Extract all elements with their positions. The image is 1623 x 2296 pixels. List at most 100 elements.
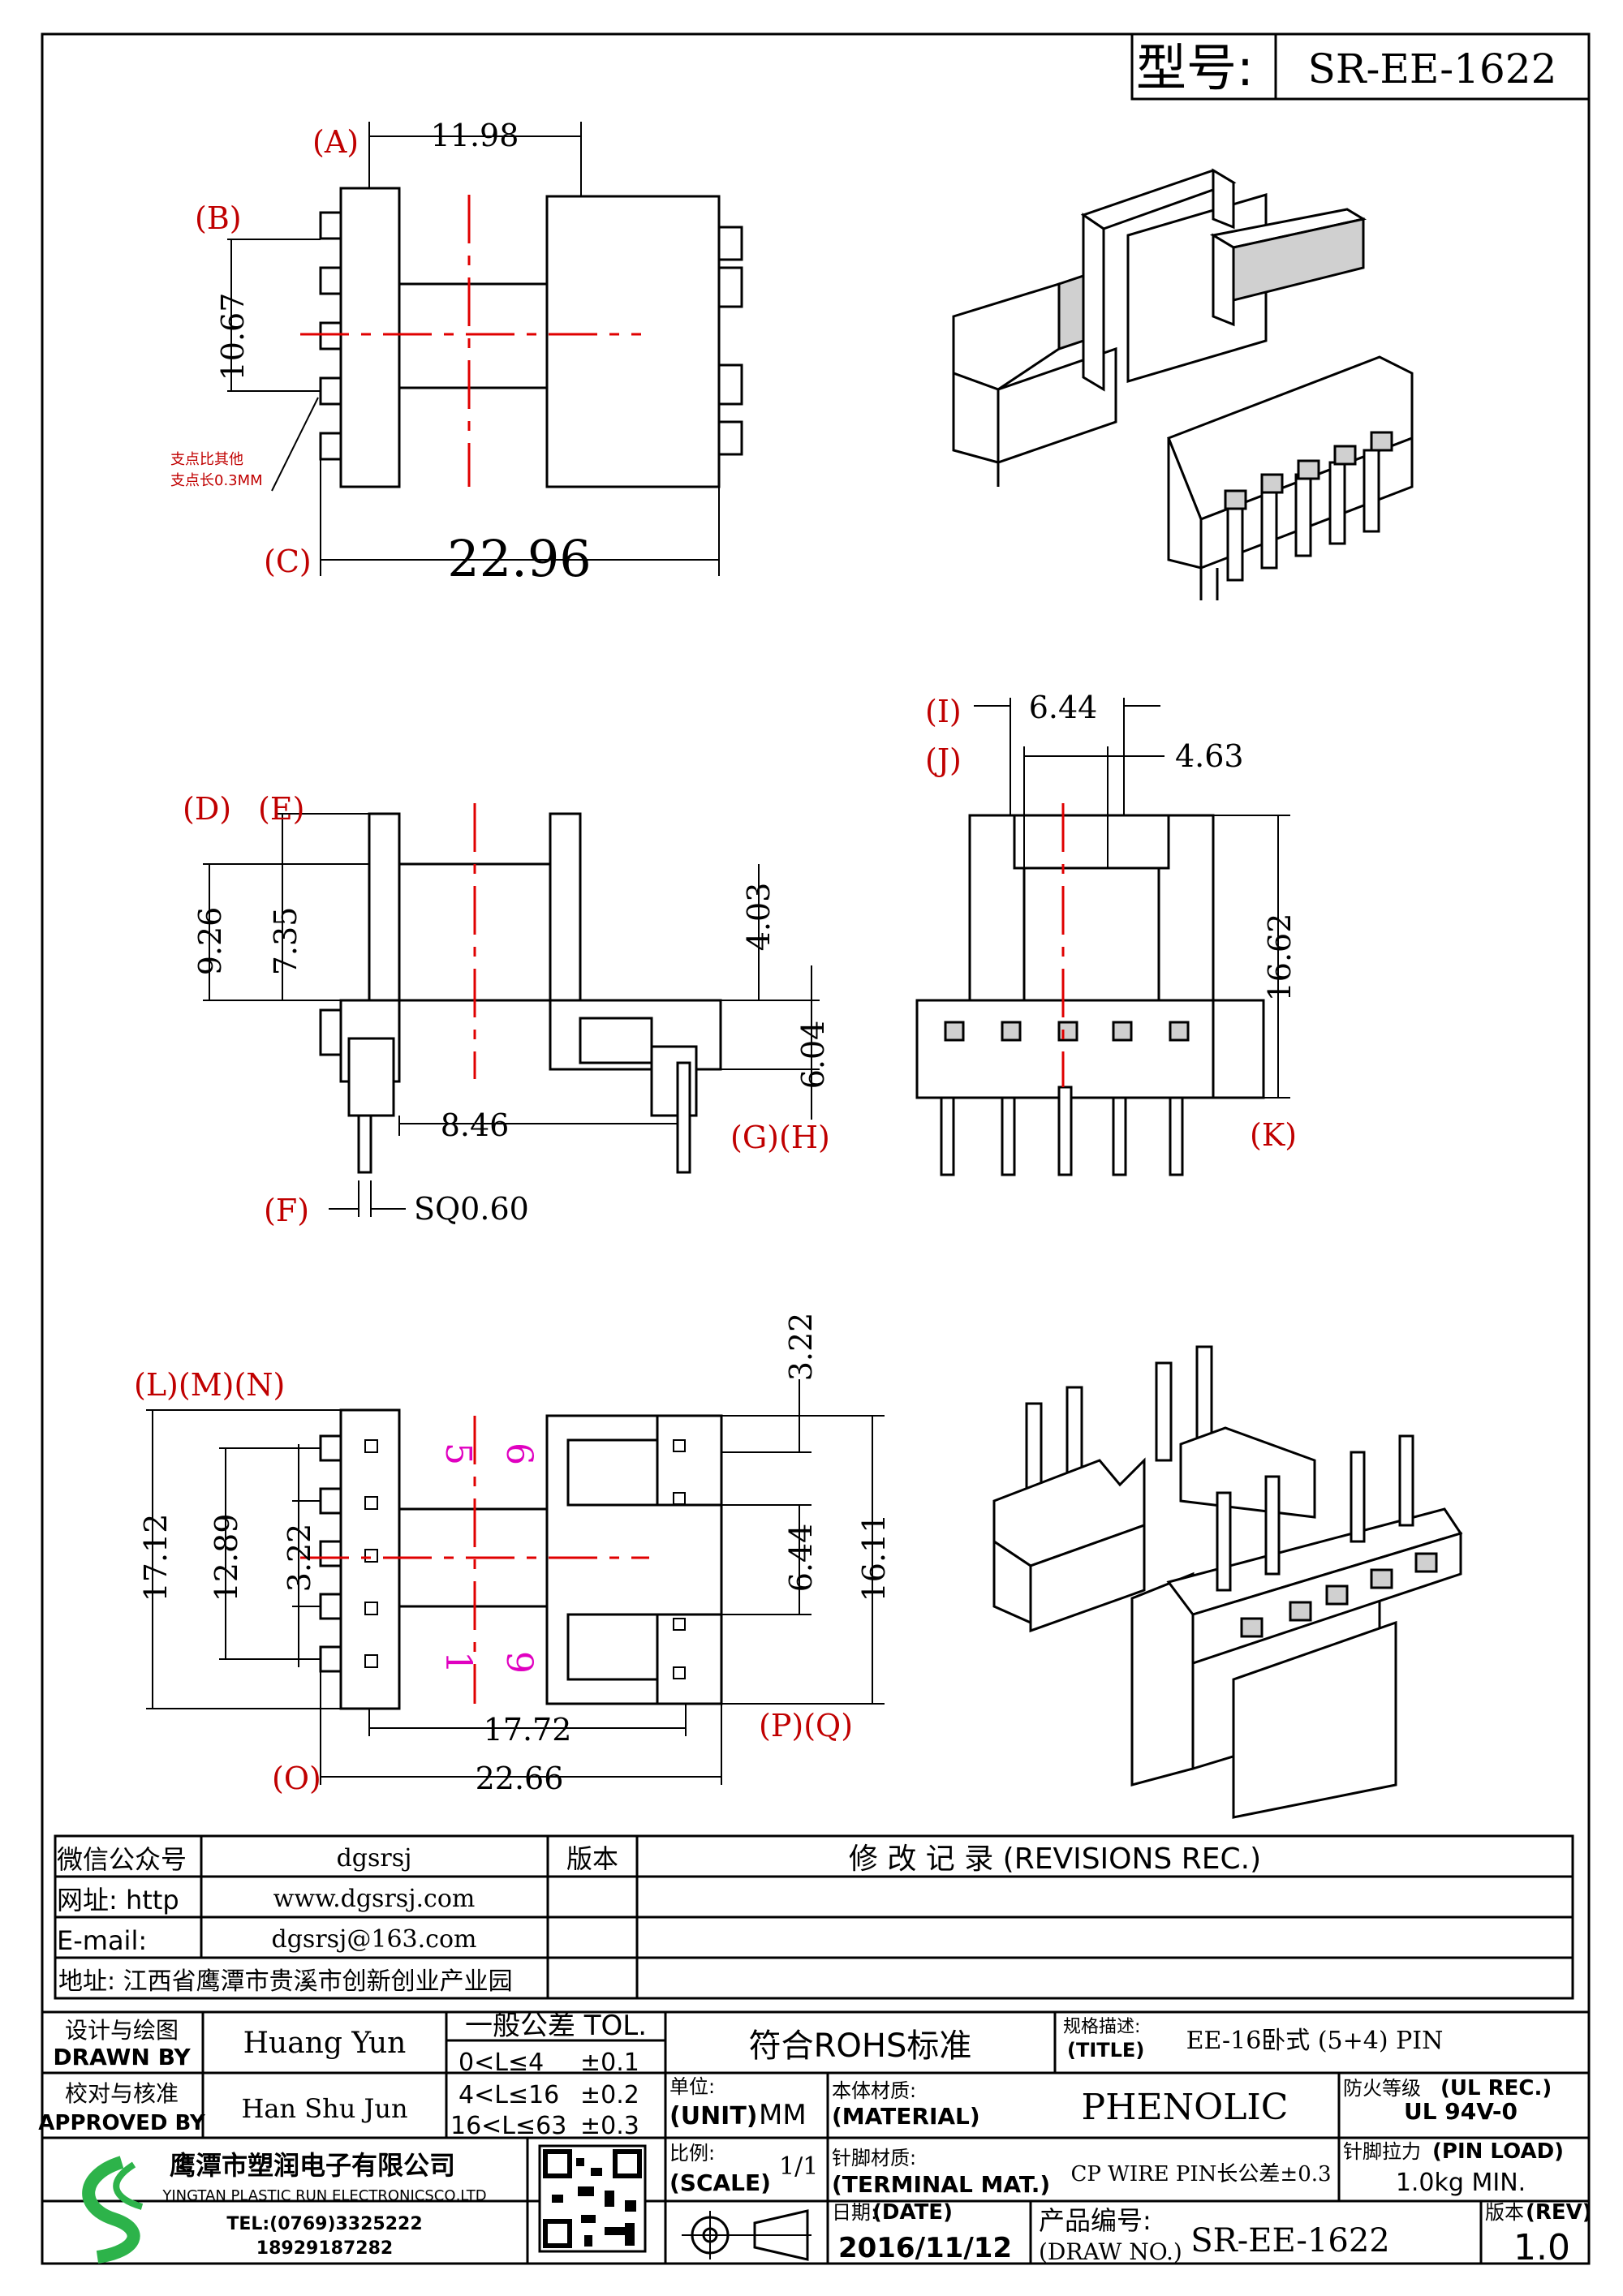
isometric-view-top xyxy=(952,168,1414,600)
label-pq: (P)(Q) xyxy=(759,1708,853,1743)
dim-r: 6.44 xyxy=(783,1524,819,1593)
label-e: (E) xyxy=(258,791,304,827)
pin-6: 6 xyxy=(498,1443,540,1465)
tol-range-3: 16<L≤63 xyxy=(450,2112,566,2140)
dim-q: 16.11 xyxy=(856,1514,892,1602)
rev-en: (REV) xyxy=(1526,2200,1592,2225)
label-b: (B) xyxy=(195,200,242,236)
note-line-1: 支点比其他 xyxy=(170,451,243,468)
company-en: YINGTAN PLASTIC RUN ELECTRONICSCO,LTD xyxy=(161,2187,486,2204)
dim-a: 11.98 xyxy=(431,118,519,153)
projection-symbol xyxy=(682,2209,812,2261)
approved-en: APPROVED BY xyxy=(38,2111,206,2135)
drawn-value: Huang Yun xyxy=(243,2027,407,2060)
date-en: (DATE) xyxy=(872,2200,953,2225)
model-label: 型号: xyxy=(1136,38,1254,97)
drawno-en: (DRAW NO.) xyxy=(1039,2238,1182,2265)
dim-f: SQ0.60 xyxy=(414,1191,529,1227)
label-a: (A) xyxy=(312,124,359,160)
rev-cn: 版本 xyxy=(1485,2201,1524,2224)
info-table: 微信公众号 dgsrsj 网址: http www.dgsrsj.com E-m… xyxy=(54,1834,1574,2000)
pin-1: 1 xyxy=(437,1651,479,1674)
tol-title: 一般公差 TOL. xyxy=(465,2010,647,2042)
material-cn: 本体材质: xyxy=(832,2079,916,2102)
dim-h: 6.04 xyxy=(795,1021,831,1090)
unit-en: (UNIT) xyxy=(669,2102,758,2130)
web-label: 网址: http xyxy=(57,1885,179,1915)
label-f: (F) xyxy=(264,1193,309,1228)
pinload-value: 1.0kg MIN. xyxy=(1396,2169,1526,2197)
dim-n: 3.22 xyxy=(282,1524,317,1593)
company-tel: TEL:(0769)3325222 xyxy=(226,2214,422,2234)
date-value: 2016/11/12 xyxy=(838,2232,1012,2264)
email-value: dgsrsj@163.com xyxy=(272,1925,477,1954)
address: 地址: 江西省鹰潭市贵溪市创新创业产业园 xyxy=(58,1967,513,1996)
qr-code xyxy=(538,2144,647,2253)
scale-en: (SCALE) xyxy=(669,2169,771,2196)
tol-value-3: ±0.3 xyxy=(580,2112,639,2140)
dim-k: 16.62 xyxy=(1262,914,1298,1002)
dim-e: 7.35 xyxy=(268,907,304,976)
title-value: EE-16卧式 (5+4) PIN xyxy=(1186,2027,1444,2055)
label-k: (K) xyxy=(1250,1117,1297,1153)
scale-cn: 比例: xyxy=(669,2142,715,2165)
tol-value-1: ±0.1 xyxy=(580,2049,639,2077)
rev-value: 1.0 xyxy=(1513,2227,1570,2268)
title-en: (TITLE) xyxy=(1067,2039,1144,2062)
wechat-value: dgsrsj xyxy=(337,1844,412,1872)
dim-s: 3.22 xyxy=(783,1313,819,1382)
company-mobile: 18929187282 xyxy=(256,2238,393,2259)
drawno-value: SR-EE-1622 xyxy=(1190,2222,1390,2259)
model-box xyxy=(1130,32,1591,101)
front-view: 6.44 (I) 4.63 (J) 16.62 (K) xyxy=(915,690,1298,1176)
bottom-view: 5 6 1 9 17.12 12.89 3.22 (L)(M)(N) 17.72… xyxy=(134,1313,892,1796)
label-d: (D) xyxy=(183,791,231,827)
wechat-label: 微信公众号 xyxy=(57,1844,187,1875)
pin-9: 9 xyxy=(498,1651,540,1674)
note-line-2: 支点长0.3MM xyxy=(170,472,263,489)
revisions-label: 修 改 记 录 (REVISIONS REC.) xyxy=(849,1842,1261,1876)
drawn-en: DRAWN BY xyxy=(53,2044,191,2070)
dim-j: 4.63 xyxy=(1175,738,1244,774)
unit-value: MM xyxy=(759,2099,807,2131)
unit-cn: 单位: xyxy=(669,2075,715,2098)
tol-range-1: 0<L≤4 xyxy=(458,2049,544,2077)
model-number: SR-EE-1622 xyxy=(1308,45,1557,92)
dim-p: 17.72 xyxy=(484,1712,572,1748)
top-view: 11.98 (A) 10.67 (B) 22.96 (C) 支点比其他 支点长0… xyxy=(170,118,743,588)
date-cn: 日期: xyxy=(832,2201,877,2224)
label-c: (C) xyxy=(264,544,312,579)
dim-i: 6.44 xyxy=(1029,690,1098,725)
dim-d: 9.26 xyxy=(192,907,228,976)
company-cn: 鹰潭市塑润电子有限公司 xyxy=(170,2150,455,2181)
label-lmn: (L)(M)(N) xyxy=(134,1367,285,1403)
label-gh: (G)(H) xyxy=(730,1120,830,1155)
dim-l: 17.12 xyxy=(138,1514,174,1602)
approved-value: Han Shu Jun xyxy=(241,2093,407,2124)
drawno-cn: 产品编号: xyxy=(1039,2205,1152,2236)
pinload-cn: 针脚拉力 xyxy=(1343,2140,1421,2163)
pin-5: 5 xyxy=(437,1443,479,1465)
dim-g: 4.03 xyxy=(741,883,777,952)
dim-c: 22.96 xyxy=(447,529,592,588)
version-label: 版本 xyxy=(566,1843,618,1874)
dim-o: 22.66 xyxy=(476,1761,564,1796)
tol-value-2: ±0.2 xyxy=(580,2081,639,2109)
dim-m: 12.89 xyxy=(209,1514,244,1602)
isometric-view-bottom xyxy=(992,1345,1463,1819)
approved-cn: 校对与核准 xyxy=(65,2080,179,2107)
title-cn: 规格描述: xyxy=(1063,2017,1140,2037)
fire-cn: 防火等级 xyxy=(1343,2077,1421,2100)
material-value: PHENOLIC xyxy=(1082,2087,1289,2128)
label-j: (J) xyxy=(925,742,962,778)
label-o: (O) xyxy=(272,1761,321,1796)
scale-value: 1/1 xyxy=(779,2152,818,2181)
title-block: 设计与绘图 DRAWN BY Huang Yun 校对与核准 APPROVED … xyxy=(38,2010,1591,2268)
material-en: (MATERIAL) xyxy=(832,2103,980,2130)
fire-value: UL 94V-0 xyxy=(1404,2098,1518,2125)
dim-base: 8.46 xyxy=(441,1107,510,1143)
side-view: 9.26 (D) 7.35 (E) 8.46 SQ0.60 (F) 4.03 6… xyxy=(183,791,831,1228)
email-label: E-mail: xyxy=(57,1925,147,1956)
